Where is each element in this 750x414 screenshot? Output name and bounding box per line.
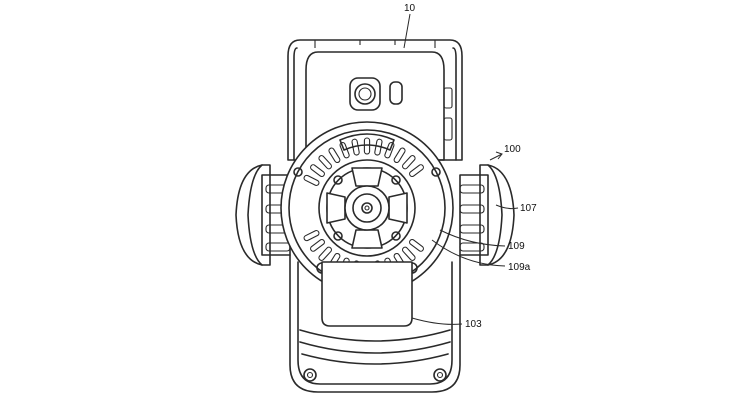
holder-frame <box>287 39 463 161</box>
vent-slot <box>402 155 416 170</box>
smartphone <box>305 51 453 161</box>
vent-slot <box>393 147 406 164</box>
vent-slot <box>303 174 320 186</box>
vent-slot <box>303 230 320 242</box>
vent-slot <box>384 142 395 159</box>
right-side-arm <box>459 164 515 266</box>
vent-slot <box>310 164 325 178</box>
label-holder-assembly: 100 <box>504 144 521 155</box>
vent-slot <box>409 238 424 252</box>
label-charging-module: 109 <box>508 241 525 252</box>
vent-slot <box>402 246 416 261</box>
leader-lines <box>403 13 519 325</box>
vent-slot <box>318 246 332 261</box>
vent-slot <box>339 142 350 159</box>
vent-slot <box>409 164 424 178</box>
vent-slot <box>318 155 332 170</box>
label-phone: 10 <box>404 3 416 14</box>
vent-slot <box>351 138 360 156</box>
vent-slot <box>374 138 383 156</box>
bottom-tab <box>321 261 413 327</box>
vent-slot <box>328 147 341 164</box>
left-side-arm <box>235 164 291 266</box>
label-charging-vents: 109a <box>508 262 531 273</box>
center-hub <box>326 167 408 249</box>
reference-labels: 10 100 107 109 109a 103 <box>404 3 537 330</box>
vent-slot <box>310 238 325 252</box>
label-bottom-base: 103 <box>465 319 482 330</box>
label-side-arm: 107 <box>520 203 537 214</box>
vent-slot <box>363 137 371 155</box>
bottom-base <box>289 254 461 393</box>
